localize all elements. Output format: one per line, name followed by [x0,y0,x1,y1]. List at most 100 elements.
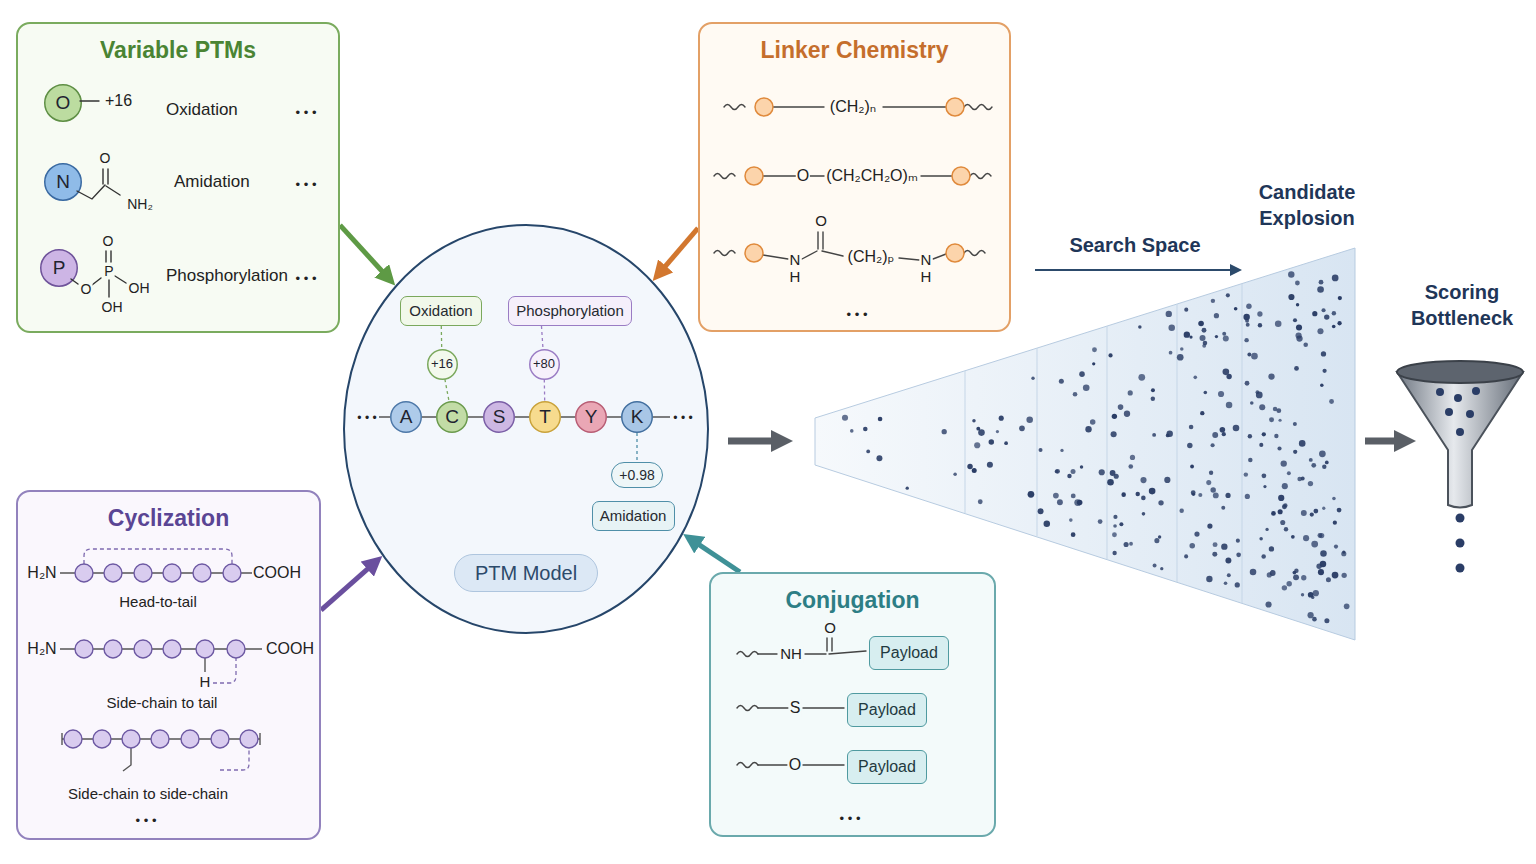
formula-label-anchor: (CH₂)ₙ [829,98,877,116]
terminus-label-anchor: COOH [265,640,315,658]
atom-label-anchor: OH [128,279,151,297]
cyclization-link [213,658,236,683]
candidate-dot [1112,414,1117,419]
candidate-dot [1338,296,1342,300]
ellipsis: • • • [295,106,318,120]
candidate-dot [1287,471,1291,475]
modification-leader [441,326,443,349]
candidate-dot [974,442,980,448]
ellipsis: • • • [295,272,318,286]
stage-title: Scoring Bottleneck [1401,279,1523,331]
payload-box: Payload [847,750,927,784]
candidate-dot [1311,541,1318,548]
flow-arrow [691,540,740,572]
candidate-dot [1277,446,1281,450]
terminus-label-anchor: H₂N [26,640,57,658]
panel-heading: Variable PTMs [100,37,256,65]
candidate-dot [1142,512,1146,516]
candidate-dot [1284,527,1288,531]
candidate-dot [1140,477,1146,483]
candidate-dot [1307,612,1313,618]
candidate-dot [1342,550,1345,553]
residue-letter: C [445,406,459,429]
candidate-dot [1257,311,1262,316]
candidate-dot [1164,477,1170,483]
residue-bead [211,730,229,748]
atom-label-anchor: H [789,268,802,286]
candidate-dot [842,271,1350,623]
atom-circle: O [44,84,82,122]
linker-bond [714,251,735,256]
candidate-dot [1069,518,1073,522]
candidate-dot [1098,519,1103,524]
candidate-dot [1154,538,1159,543]
conjugation-bond [827,638,832,651]
ptm-tag-label: Amidation [600,507,667,525]
candidate-dot [1296,303,1299,306]
candidate-dot [1044,521,1050,527]
atom-label-anchor: OH [101,298,124,316]
candidate-dot [1198,493,1202,497]
candidate-dot [999,416,1004,421]
atom-label-anchor: O [788,756,802,774]
linker-bond [964,251,985,256]
candidate-dot [1456,539,1465,548]
atom-label-anchor: H [199,673,212,691]
candidate-dot [1225,557,1231,563]
linker-bond [714,105,992,261]
conjugation-bond [803,707,844,708]
candidate-dot [1221,544,1227,550]
candidate-dot [1313,509,1318,514]
candidate-dot [1303,535,1309,541]
candidate-dot [1038,508,1044,514]
candidate-dot [1294,366,1299,371]
candidate-dot [1136,492,1140,496]
residue-letter: T [539,406,551,429]
terminus-label: COOH [265,640,315,658]
candidate-dot [1187,443,1192,448]
candidate-dot [1138,325,1142,329]
peptide-backbone [60,573,262,771]
residue-circle: C [436,401,468,433]
candidate-dot [1324,314,1329,319]
candidate-dot [1303,342,1308,347]
search-cone [815,248,1355,640]
linker-bond [724,105,745,110]
candidate-dot [1039,448,1043,452]
candidate-dot [996,430,999,433]
mass-shift: +80 [533,356,555,372]
candidate-dot [1179,509,1183,513]
circle-outline [437,402,468,433]
candidate-dot [1445,408,1453,416]
circle-outline [576,402,607,433]
category-panel: ConjugationPayloadPayloadPayload [709,572,996,837]
candidate-dot [906,486,909,489]
circle-outline [45,85,82,122]
atom-label-anchor: NH [779,645,803,663]
formula-label: (CH₂CH₂O)ₘ [825,167,919,185]
cyclization-caption-anchor: Side-chain to side-chain [67,785,229,803]
candidate-dot [1202,344,1206,348]
ptm-tag-label: Oxidation [409,302,472,320]
candidate-dot [1332,275,1339,282]
flow-arrow [1035,269,1236,271]
stage-title-anchor: Candidate Explosion [1241,179,1373,231]
candidate-dot [1294,569,1298,573]
circle-outline [391,402,422,433]
conjugation-bond [737,706,758,711]
candidate-dot [1222,432,1226,436]
residue-bead [163,564,181,582]
candidate-dot [972,419,975,422]
formula-label-anchor: (CH₂)ₚ [847,248,896,266]
candidate-dot [1184,308,1188,312]
cyclization-caption: Side-chain to side-chain [67,786,229,803]
candidate-dot [1128,464,1133,469]
payload-box: Payload [847,693,927,727]
candidate-dot [1308,481,1313,486]
cyclization-link [84,549,232,564]
candidate-dot [1129,542,1133,546]
candidate-dot [1454,394,1462,402]
atom-label: H [199,674,212,691]
atom-label: O [99,151,112,166]
peptide-bond [422,416,436,418]
